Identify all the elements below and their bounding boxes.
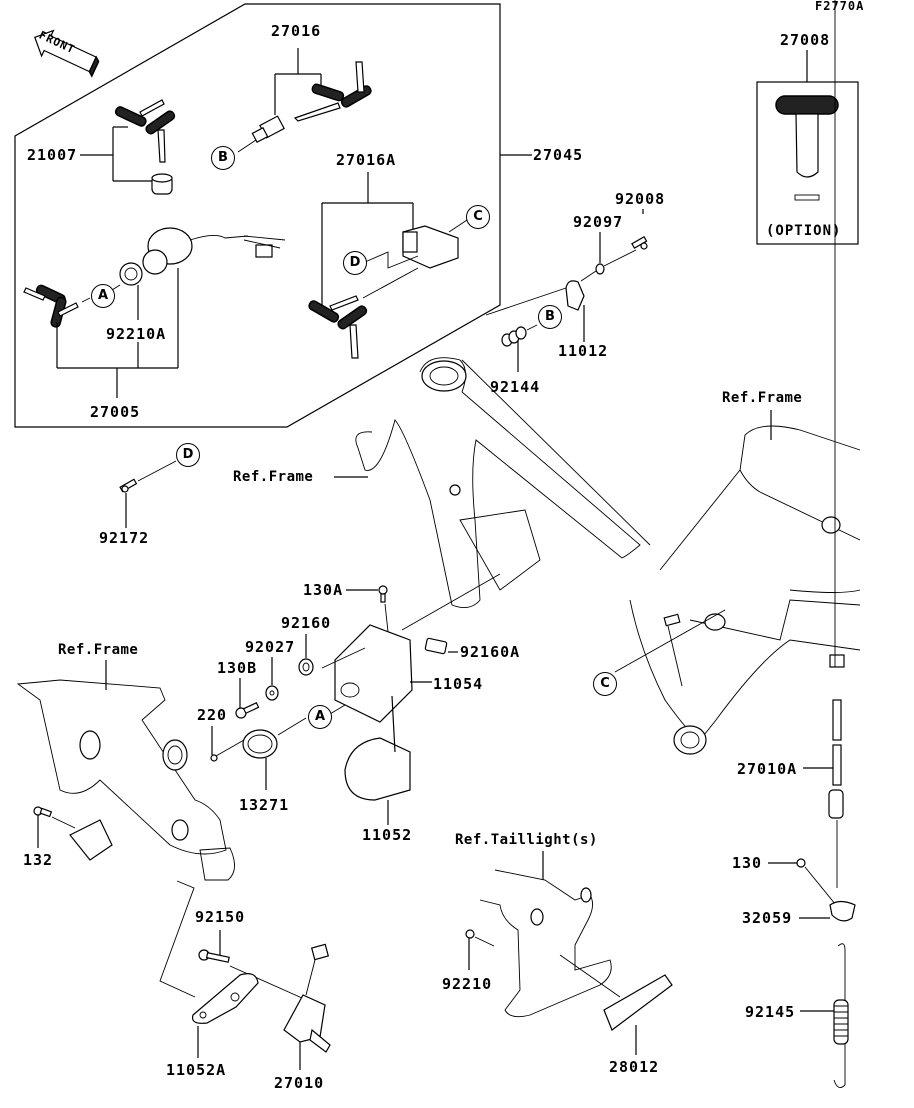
- part-label-27010[interactable]: 27010: [274, 1074, 325, 1092]
- part-label-27016A[interactable]: 27016A: [336, 151, 397, 169]
- screw-92172: [119, 478, 138, 493]
- reflector-28012: [603, 974, 673, 1031]
- ref-frame-center: Ref.Frame: [233, 469, 314, 485]
- spring-92145: [833, 943, 849, 1089]
- clamp-32059: [829, 900, 856, 922]
- washer-92027: [265, 685, 279, 701]
- part-label-92150[interactable]: 92150: [195, 908, 246, 926]
- frame-left: [16, 679, 235, 881]
- frame-center: [355, 357, 651, 609]
- group-box-27045: [14, 3, 501, 428]
- bracket-11012: [565, 280, 585, 311]
- part-label-130[interactable]: 130: [732, 854, 763, 872]
- part-label-28012[interactable]: 28012: [609, 1058, 660, 1076]
- part-label-11052[interactable]: 11052: [362, 826, 413, 844]
- switch-27010: [283, 943, 331, 1053]
- key-cylinder-27016: [251, 115, 285, 144]
- plate-13271: [242, 729, 278, 759]
- option-box: [756, 81, 859, 245]
- bolt-132: [33, 806, 53, 818]
- bolt-130: [796, 858, 806, 868]
- part-label-130B[interactable]: 130B: [217, 659, 258, 677]
- nut-92210: [465, 929, 475, 939]
- part-label-92144[interactable]: 92144: [490, 378, 541, 396]
- nut-92210A: [119, 262, 143, 286]
- taillight-bracket: [479, 869, 612, 1018]
- part-label-11054[interactable]: 11054: [433, 675, 484, 693]
- part-label-220[interactable]: 220: [197, 706, 228, 724]
- bolt-130B: [235, 702, 260, 719]
- part-label-92172[interactable]: 92172: [99, 529, 150, 547]
- callout-b-lower[interactable]: B: [538, 305, 562, 329]
- washer-92097: [595, 263, 605, 275]
- callout-a-lower[interactable]: A: [308, 705, 332, 729]
- clamp-11052: [344, 737, 411, 801]
- connector-27016A: [402, 225, 459, 269]
- part-label-132[interactable]: 132: [23, 851, 54, 869]
- screw-220: [210, 739, 245, 762]
- keys-27016A: [308, 295, 368, 359]
- front-arrow-icon: [34, 29, 100, 78]
- part-label-92210A[interactable]: 92210A: [106, 325, 167, 343]
- callout-b-upper[interactable]: B: [211, 146, 235, 170]
- keys-21007: [114, 99, 176, 163]
- callout-c-upper[interactable]: C: [466, 205, 490, 229]
- part-label-130A[interactable]: 130A: [303, 581, 344, 599]
- callout-c-lower[interactable]: C: [593, 672, 617, 696]
- keys-27016: [293, 61, 372, 122]
- part-label-32059[interactable]: 32059: [742, 909, 793, 927]
- part-label-11052A[interactable]: 11052A: [166, 1061, 227, 1079]
- part-label-92210[interactable]: 92210: [442, 975, 493, 993]
- ref-taillight: Ref.Taillight(s): [455, 832, 598, 848]
- part-label-27016[interactable]: 27016: [271, 22, 322, 40]
- frame-right: [629, 425, 861, 755]
- callout-a-upper[interactable]: A: [91, 284, 115, 308]
- part-label-11012[interactable]: 11012: [558, 342, 609, 360]
- bracket-11052A: [191, 973, 259, 1024]
- callout-d-lower[interactable]: D: [176, 443, 200, 467]
- ignition-switch-27005: [142, 227, 286, 275]
- part-label-92160[interactable]: 92160: [281, 614, 332, 632]
- bracket-11054: [334, 624, 413, 723]
- ref-frame-left: Ref.Frame: [58, 642, 139, 658]
- rubber-92160A: [424, 637, 448, 655]
- switch-27010A: [828, 0, 845, 819]
- bolt-130A: [378, 585, 388, 603]
- part-label-27010A[interactable]: 27010A: [737, 760, 798, 778]
- part-label-92160A[interactable]: 92160A: [460, 643, 521, 661]
- part-label-92027[interactable]: 92027: [245, 638, 296, 656]
- diagram-code: F2770A: [815, 0, 865, 13]
- callout-d-upper[interactable]: D: [343, 251, 367, 275]
- part-label-27008[interactable]: 27008: [780, 31, 831, 49]
- ref-frame-right: Ref.Frame: [722, 390, 803, 406]
- key-27008: [775, 95, 839, 178]
- spring-92144: [501, 326, 527, 347]
- part-label-21007[interactable]: 21007: [27, 146, 78, 164]
- option-caption: (OPTION): [766, 223, 842, 239]
- bushing-92160: [298, 658, 314, 676]
- screw-92008: [631, 235, 648, 250]
- part-label-92097[interactable]: 92097: [573, 213, 624, 231]
- bolt-92150: [198, 949, 230, 963]
- cap-21007: [151, 173, 173, 195]
- keys-27005: [23, 284, 79, 328]
- part-label-27005[interactable]: 27005: [90, 403, 141, 421]
- part-label-92008[interactable]: 92008: [615, 190, 666, 208]
- part-label-27045[interactable]: 27045: [533, 146, 584, 164]
- part-label-13271[interactable]: 13271: [239, 796, 290, 814]
- part-label-92145[interactable]: 92145: [745, 1003, 796, 1021]
